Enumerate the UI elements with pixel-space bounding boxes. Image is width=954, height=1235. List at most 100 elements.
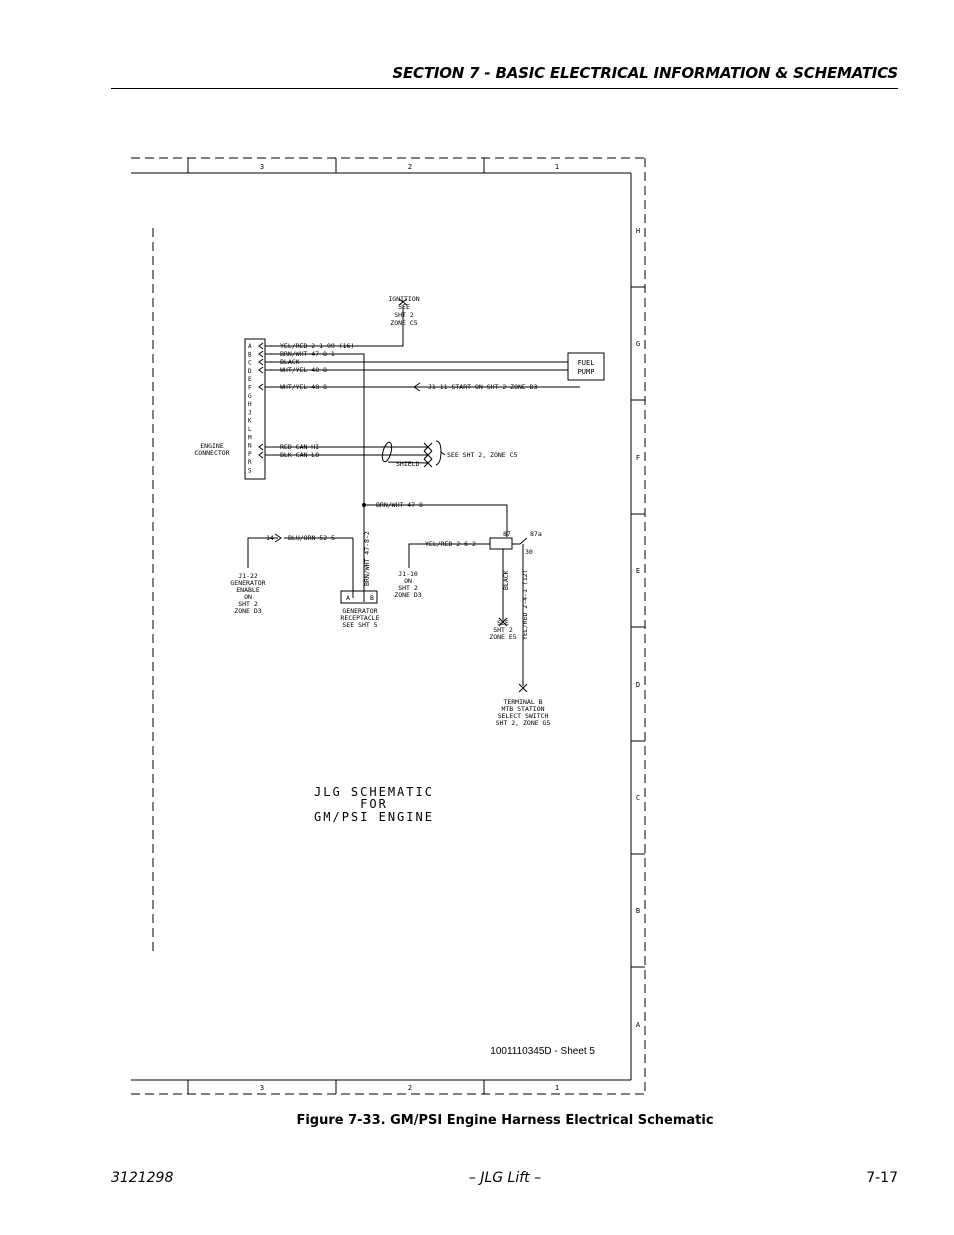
engine-connector-box [244, 338, 266, 480]
ignition-label-3: SHT 2 [394, 311, 414, 319]
pin-d-arrow [258, 366, 264, 374]
j1-22-label-2: GENERATOR [230, 579, 265, 587]
j1-22-label-5: SHT 2 [238, 600, 258, 608]
sheet-id: 1001110345D - Sheet 5 [490, 1046, 595, 1057]
figure-caption: Figure 7-33. GM/PSI Engine Harness Elect… [296, 1113, 714, 1128]
relay-pin-30: 30 [525, 548, 533, 556]
pin-p-arrow [258, 451, 264, 459]
schematic-title-line-1: JLG SCHEMATIC [314, 785, 434, 799]
top-column-label: 1 [555, 163, 559, 171]
connector-pin-label: R [248, 459, 252, 466]
ignition-label-4: ZONE C5 [390, 319, 417, 327]
shield-terminal-x [423, 458, 433, 468]
top-column-label: 3 [260, 163, 264, 171]
terminal-b-x [518, 683, 528, 693]
wire-blu-orn [247, 537, 278, 568]
connector-pin-label: B [248, 351, 252, 358]
generator-receptacle-label-2: RECEPTACLE [340, 614, 379, 622]
wire-junction-dot [362, 503, 366, 507]
j1-22-label-6: ZONE D3 [234, 607, 261, 615]
schematic-title-line-2: FOR [360, 797, 388, 811]
connector-pin-label: M [248, 434, 252, 441]
relay-box [489, 537, 513, 550]
connector-pin-label: A [248, 343, 252, 350]
can-lo-terminal-x [423, 450, 433, 460]
schematic-title-line-3: GM/PSI ENGINE [314, 810, 434, 824]
wire-a-label: YEL/RED 2-1-99 (16) [280, 342, 354, 350]
wire-p-label: BLK CAN LO [280, 451, 319, 459]
fuel-pump-box [567, 352, 605, 381]
pin-n-arrow [258, 443, 264, 451]
brn-wht-47-8-2-label: BRN/WHT 47-8-2 [363, 531, 371, 586]
connector-pin-label: C [248, 360, 252, 367]
pin-a-arrow [258, 342, 264, 350]
j1-11-label: J1-11 START ON SHT 2 ZONE D3 [428, 383, 538, 391]
row-label: B [636, 907, 640, 915]
see-c5-label: SEE SHT 2, ZONE C5 [447, 451, 518, 459]
row-label: F [636, 454, 640, 462]
engine-connector-label-2: CONNECTOR [194, 449, 229, 457]
pin-c-arrow [258, 358, 264, 366]
relay-pin-87: 87 [503, 530, 511, 538]
wire-b-label: BRN/WHT 47-8-1 [280, 350, 335, 358]
ignition-terminal-x [398, 298, 408, 306]
terminal-b-label-2: MTB STATION [501, 705, 544, 713]
black-vertical-label: BLACK [502, 570, 510, 590]
wire-brn-wht-47-8 [364, 504, 508, 537]
row-label: D [636, 681, 640, 689]
wire-yel-red-2-6-2 [408, 543, 490, 568]
brn-wht-47-8-label: BRN/WHT 47-8 [376, 501, 423, 509]
see-e5-label-1: SEE [497, 619, 509, 627]
section-header-title: SECTION 7 - BASIC ELECTRICAL INFORMATION… [392, 64, 898, 82]
shield-symbol [381, 441, 393, 463]
j1-10-label-3: SHT 2 [398, 584, 418, 592]
j1-10-label-1: J1-10 [398, 570, 418, 578]
connector-pin-label: J [248, 409, 252, 416]
fuel-pump-label-2: PUMP [578, 368, 595, 376]
receptacle-pin-a: A [346, 594, 350, 602]
footer-brand: – JLG Lift – [468, 1170, 542, 1186]
j1-22-label-3: ENABLE [236, 586, 260, 594]
wire-n-label: RED CAN HI [280, 443, 319, 451]
j1-11-arrow [413, 382, 421, 392]
engine-connector-label-1: ENGINE [200, 442, 224, 450]
connector-pin-label: K [248, 418, 252, 425]
see-e5-label-3: ZONE E5 [489, 633, 516, 641]
j1-22-label-4: ON [244, 593, 252, 601]
relay-pin-87a: 87a [530, 530, 542, 538]
receptacle-pin-b: B [370, 594, 374, 602]
row-label: A [636, 1021, 641, 1029]
pin-b-arrow [258, 350, 264, 358]
wire-d-label: WHT/YEL 48-8 [280, 366, 327, 374]
ignition-label-1: IGNITION [388, 295, 419, 303]
bottom-column-label: 3 [260, 1084, 264, 1092]
footer-doc-number: 3121298 [111, 1170, 174, 1186]
yel-red-2-6-2-label: YEL/RED 2-6-2 [425, 540, 476, 548]
row-label: C [636, 794, 640, 802]
terminal-b-label-4: SHT 2, ZONE G5 [496, 719, 551, 727]
yel-red-2-4-1-label: YEL/RED 2-4-1 (12) [521, 570, 529, 640]
j1-22-pin-label: 14 [266, 534, 274, 542]
see-e5-x [498, 617, 508, 627]
connector-pin-label: H [248, 401, 252, 408]
ignition-label-2: SEE [398, 303, 410, 311]
relay-switch-contact [519, 537, 528, 545]
top-column-label: 2 [408, 163, 412, 171]
connector-pin-label: P [248, 451, 252, 458]
connector-pin-label: L [248, 426, 252, 433]
blu-orn-label: BLU/ORN 52-5 [288, 534, 335, 542]
generator-receptacle-label-3: SEE SHT 5 [342, 621, 377, 629]
shield-label: SHIELD [396, 460, 420, 468]
header-divider [111, 88, 898, 89]
bottom-column-label: 1 [555, 1084, 559, 1092]
connector-pin-label: F [248, 385, 252, 392]
terminal-b-label-3: SELECT SWITCH [498, 712, 549, 720]
terminal-b-label-1: TERMINAL B [503, 698, 542, 706]
fuel-pump-label-1: FUEL [578, 359, 595, 367]
connector-pin-label: D [248, 368, 252, 375]
wire-b-brn-wht [265, 353, 365, 598]
bottom-column-label: 2 [408, 1084, 412, 1092]
see-e5-label-2: SHT 2 [493, 626, 513, 634]
wire-a [265, 305, 404, 347]
